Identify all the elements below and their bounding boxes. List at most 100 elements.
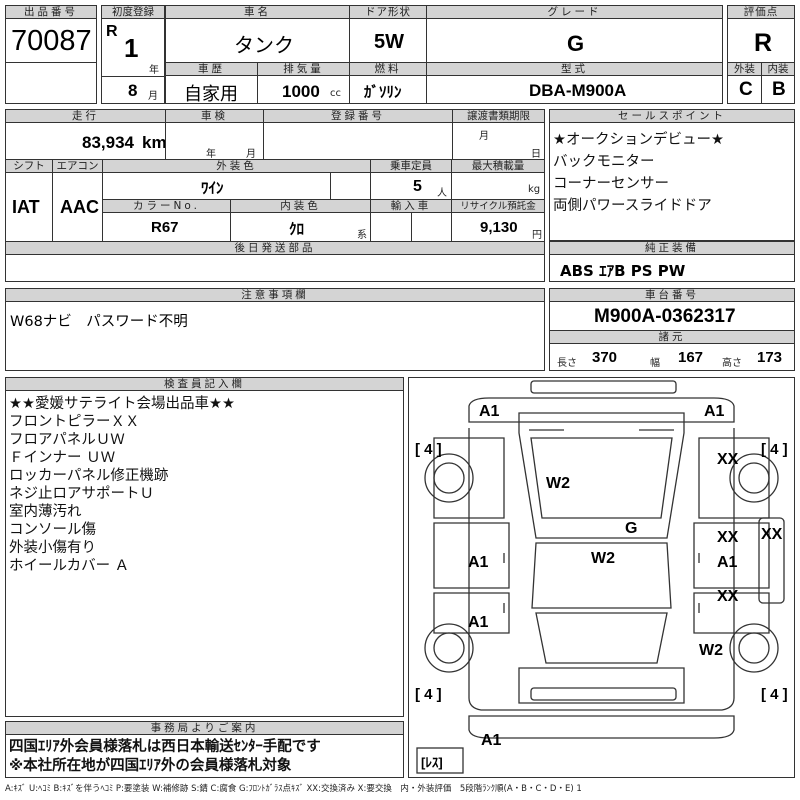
shift: IAT (12, 197, 40, 217)
model-cell: DBA-M900A (426, 75, 723, 104)
mark-door-front-right-a1: A1 (717, 554, 738, 571)
load-cell: kg (451, 172, 545, 200)
mark-bumper-front-right: A1 (704, 403, 725, 420)
pillar-right-shape (758, 517, 785, 604)
mark-door-front-left: A1 (468, 554, 489, 571)
inspector-cell: ★★愛媛サテライト会場出品車★★ フロントピラーＸＸ フロアパネルＵＷ Ｆインナ… (5, 390, 404, 717)
int-color: ｸﾛ (289, 220, 305, 238)
inspector-notes: ★★愛媛サテライト会場出品車★★ フロントピラーＸＸ フロアパネルＵＷ Ｆインナ… (9, 395, 235, 575)
notes: W68ナビ パスワード不明 (10, 314, 188, 330)
ac: AAC (60, 197, 99, 217)
mark-roof: W2 (591, 550, 615, 567)
wheel-fr-inner (738, 462, 770, 494)
history-label: 車歴 (165, 62, 258, 76)
door-rr-shape (693, 592, 770, 634)
mark-bumper-front-left: A1 (479, 403, 500, 420)
mark-bumper-rear-left: A1 (481, 732, 502, 749)
inspector-note: コンソール傷 (9, 522, 96, 538)
reg-month-cell: 8 月 (101, 76, 165, 104)
inspector-note: Ｆインナー ＵＷ (9, 450, 116, 466)
dims-cell: 長さ 370 幅 167 高さ 173 (549, 343, 795, 371)
hood-shape (518, 412, 685, 539)
mark-door-front-right: XX (717, 529, 739, 546)
door-cell: 5W (349, 18, 427, 63)
footer-legend: A:ｷｽﾞ U:ﾍｺﾐ B:ｷｽﾞを伴うﾍｺﾐ P:要塗装 W:補修跡 S:錆 … (5, 784, 582, 794)
transfer-cell: 月 日 (452, 122, 545, 160)
recycle: 9,130 (480, 219, 518, 236)
color-cell: ﾜｲﾝ (102, 172, 331, 200)
inspector-note: ロッカーパネル修正機跡 (9, 468, 169, 484)
car-name: タンク (234, 33, 294, 57)
inspector-note: ★★愛媛サテライト会場出品車★★ (9, 396, 235, 412)
displacement-unit: cc (330, 88, 341, 99)
color: ﾜｲﾝ (201, 179, 224, 197)
grade-label: グレード (426, 5, 723, 19)
inspector-note: 室内薄汚れ (9, 504, 82, 520)
office-line: 四国ｴﾘｱ外会員様落札は西日本輸送ｾﾝﾀｰ手配です (9, 739, 321, 755)
reg-month-unit: 月 (148, 91, 158, 102)
fuel-label: 燃料 (349, 62, 427, 76)
front-bumper-shape (530, 380, 677, 394)
mark-door-rear-left: A1 (468, 614, 489, 631)
later-parts-cell (5, 254, 545, 282)
reg-month: 8 (128, 81, 138, 100)
wheel-rl (424, 623, 474, 673)
door: 5W (374, 31, 404, 53)
transfer-month-unit: 月 (479, 131, 489, 142)
shift-cell: IAT (5, 172, 53, 242)
shift-label: シフト (5, 159, 53, 173)
mark-pillar-right: XX (761, 526, 783, 543)
displacement-cell: 1000 cc (257, 75, 350, 104)
transfer-label: 譲渡書類期限 (452, 109, 545, 123)
door-rl-shape (433, 592, 510, 634)
reg-number-cell (263, 122, 453, 160)
inspection-cell: 年 月 (165, 122, 264, 160)
selling-point: バックモニター (553, 154, 655, 170)
import-label: 輸入車 (370, 199, 452, 213)
windshield-shape (530, 437, 673, 519)
ac-cell: AAC (52, 172, 103, 242)
score: R (754, 29, 773, 57)
recycle-cell: 9,130 円 (451, 212, 545, 242)
equipment: ABS ｴｱB PS PW (560, 262, 686, 280)
inspector-note: ネジ止ロアサポートＵ (9, 486, 154, 502)
fuel: ｶﾞｿﾘﾝ (364, 83, 402, 101)
wheel-rr-inner (738, 632, 770, 664)
rear-hatch-shape (518, 667, 685, 704)
lot-number-blank (5, 62, 97, 104)
fuel-cell: ｶﾞｿﾘﾝ (349, 75, 427, 104)
car-diagram: [ 4 ] [ 4 ] [ 4 ] [ 4 ] [ﾚｽ] A1 A1 XX W2… (408, 377, 795, 778)
spare-tire: [ﾚｽ] (421, 755, 443, 770)
inspector-note: フロントピラーＸＸ (9, 414, 140, 430)
tire-rr-depth: [ 4 ] (761, 686, 788, 703)
import-cell-2 (411, 212, 452, 242)
reg-number-label: 登録番号 (263, 109, 453, 123)
ext-label: 外装 (727, 62, 762, 76)
grade-cell: G (426, 18, 723, 63)
mileage-unit: km (142, 133, 167, 152)
int-score: B (772, 79, 786, 100)
height-label: 高さ (722, 358, 742, 369)
length: 370 (592, 349, 618, 366)
lot-number: 70087 (11, 25, 92, 57)
mark-fender-rear-right: W2 (699, 642, 723, 659)
office-line: ※本社所在地が四国ｴﾘｱ外の会員様落札対象 (9, 758, 292, 774)
lot-number-label: 出品番号 (5, 5, 97, 19)
inspector-note: 外装小傷有り (9, 540, 96, 556)
mark-hood: W2 (546, 475, 570, 492)
capacity-unit: 人 (437, 188, 447, 199)
first-reg-cell: R 1 年 (101, 18, 165, 77)
inspection-label: 車検 (165, 109, 264, 123)
wheel-fr (729, 453, 779, 503)
door-fr-shape (693, 522, 770, 589)
capacity: 5 (413, 178, 422, 195)
body-outline (468, 428, 735, 711)
car-name-label: 車名 (165, 5, 350, 19)
length-label: 長さ (557, 358, 577, 369)
mileage: 83,934 (82, 133, 134, 152)
history: 自家用 (184, 84, 238, 105)
int-color-unit: 系 (357, 230, 367, 241)
wheel-rr (729, 623, 779, 673)
chassis-number: M900A-0362317 (594, 306, 736, 327)
int-cell: B (761, 75, 795, 104)
